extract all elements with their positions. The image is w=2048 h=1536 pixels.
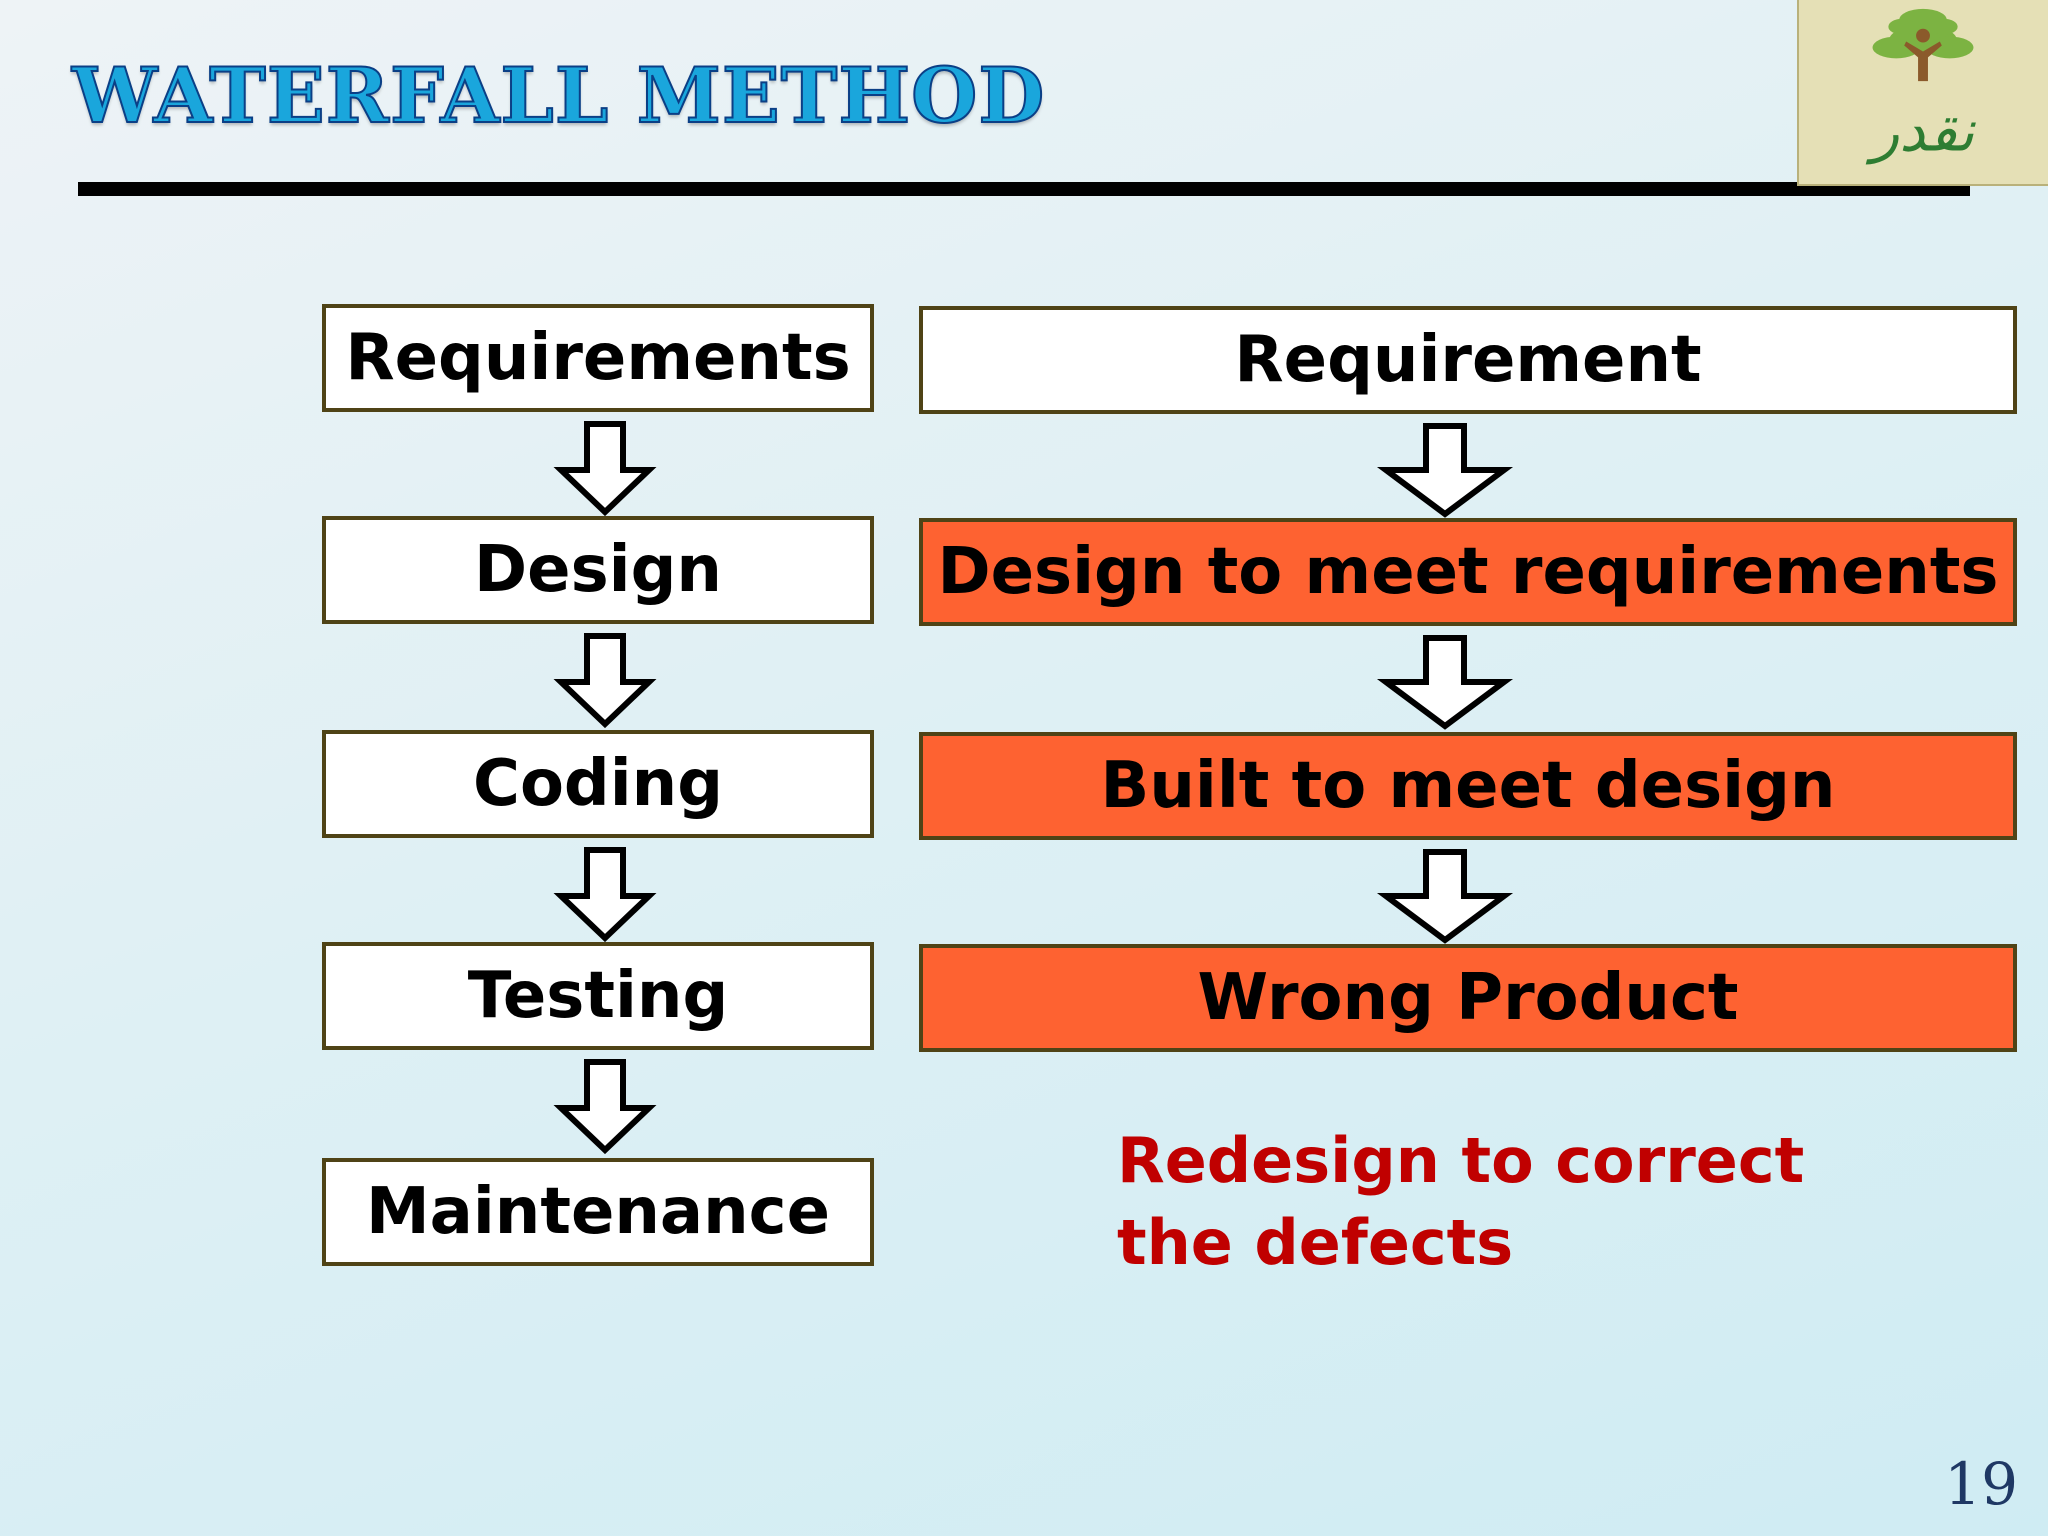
tree-person-logo-icon: نقدر [1866,8,1977,164]
redesign-note: Redesign to correct the defects [1117,1120,1804,1284]
down-arrow-icon [553,846,657,943]
svg-text:نقدر: نقدر [1866,97,1977,164]
step-testing: Testing [322,942,874,1050]
down-arrow-icon [1376,634,1514,730]
redesign-note-line-2: the defects [1117,1206,1514,1279]
outcome-built: Built to meet design [919,732,2017,840]
step-design: Design [322,516,874,624]
down-arrow-icon [1376,422,1514,518]
slide-title: WATERFALL METHOD [71,51,1046,140]
down-arrow-icon [553,632,657,729]
down-arrow-icon [553,1058,657,1155]
outcome-design: Design to meet requirements [919,518,2017,626]
down-arrow-icon [553,420,657,517]
step-coding: Coding [322,730,874,838]
outcome-wrong-product: Wrong Product [919,944,2017,1052]
outcome-requirement: Requirement [919,306,2017,414]
redesign-note-line-1: Redesign to correct [1117,1124,1805,1197]
down-arrow-icon [1376,848,1514,944]
step-requirements: Requirements [322,304,874,412]
step-maintenance: Maintenance [322,1158,874,1266]
page-number: 19 [1944,1450,2018,1518]
title-underline [78,182,1970,196]
logo: نقدر [1797,0,2048,186]
